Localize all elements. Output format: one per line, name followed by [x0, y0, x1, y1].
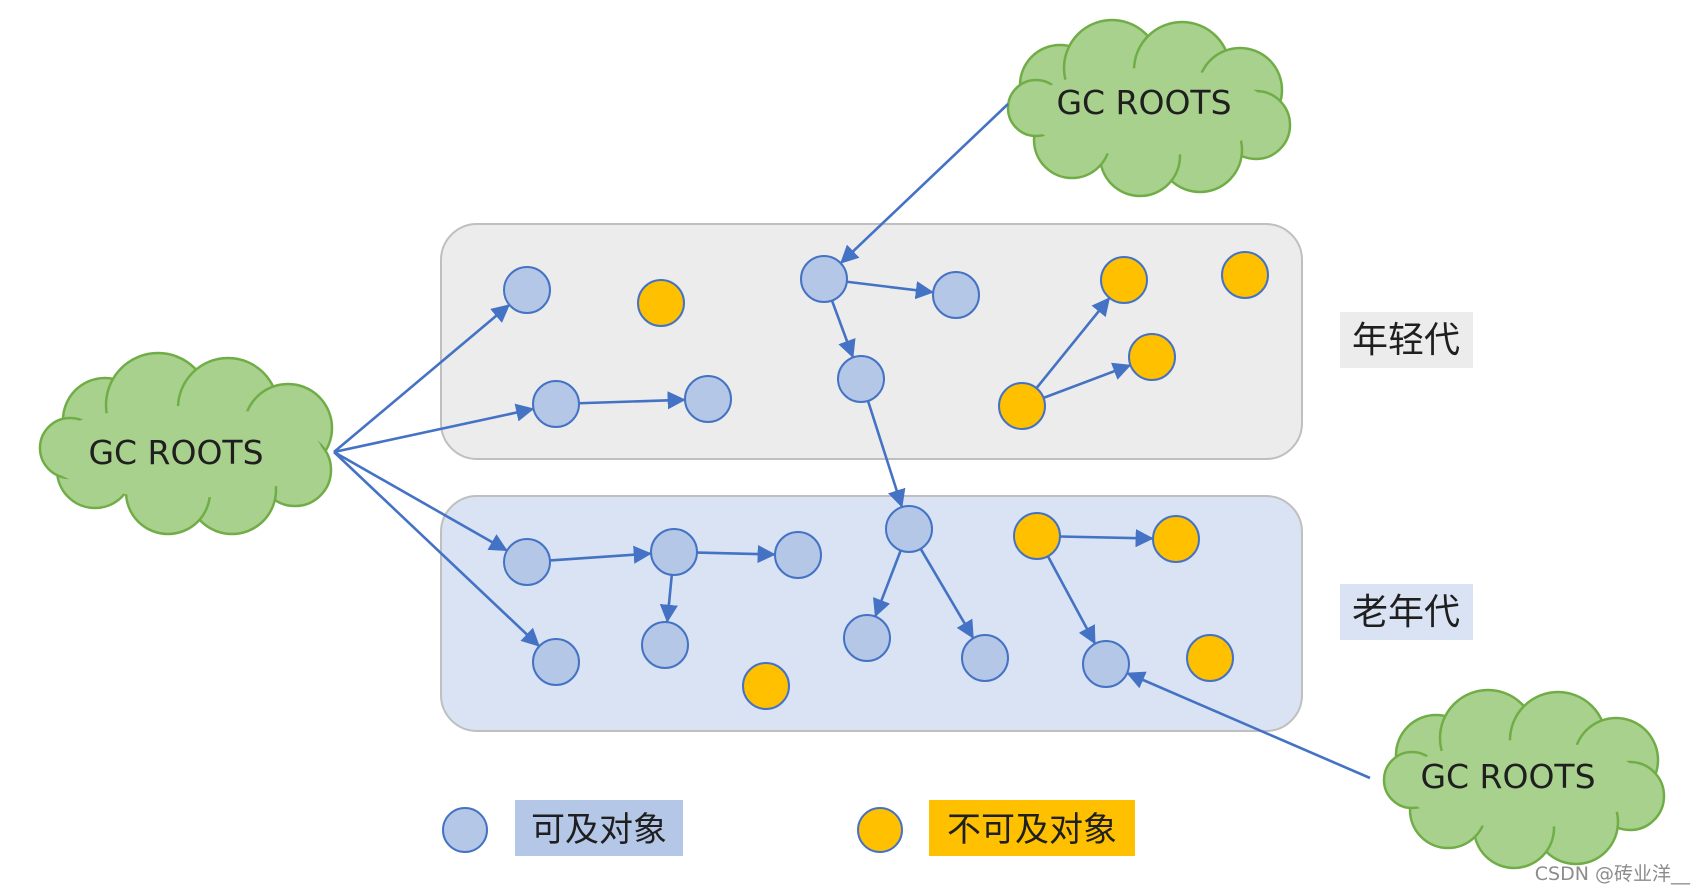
reference-arrow-o7-to-o9	[919, 548, 974, 639]
reachable-object-node-o2	[532, 638, 580, 686]
reference-arrow-o1-to-o3	[549, 545, 652, 564]
reachable-object-node-o1	[503, 538, 551, 586]
young-label-bg	[1340, 312, 1473, 368]
reachable-object-node-o5	[641, 621, 689, 669]
reference-arrow-root_bottom-to-o12	[1126, 671, 1371, 780]
reachable-object-node-y7	[837, 355, 885, 403]
reference-edges	[333, 103, 1371, 780]
legend-unreachable-bg	[929, 800, 1135, 856]
unreachable-object-node-o10	[1013, 512, 1061, 560]
reference-arrow-root_left-to-o2	[333, 451, 540, 647]
reference-arrow-o7-to-o8	[873, 549, 902, 618]
old-generation-label: 老年代	[1352, 592, 1460, 633]
legend: 可及对象 不可及对象	[442, 800, 1135, 856]
reference-arrow-o3-to-o4	[696, 544, 776, 564]
reachable-object-node-o8	[843, 614, 891, 662]
unreachable-object-node-y8	[1100, 256, 1148, 304]
legend-reachable-bg	[515, 800, 683, 856]
gc-roots-top-label: GC ROOTS	[1056, 83, 1231, 122]
reference-arrow-root_top-to-y5	[840, 103, 1009, 264]
reachable-object-node-o4	[774, 531, 822, 579]
reference-arrow-y3-to-y4	[578, 391, 686, 410]
unreachable-object-node-y11	[998, 382, 1046, 430]
reachable-object-node-o12	[1082, 640, 1130, 688]
reachable-object-node-y4	[684, 375, 732, 423]
old-label-bg	[1340, 584, 1473, 640]
reachable-object-node-o3	[650, 528, 698, 576]
reference-arrow-y7-to-o7	[866, 400, 906, 508]
reachable-object-node-y6	[932, 271, 980, 319]
reference-arrow-y11-to-y8	[1035, 297, 1111, 389]
object-nodes	[503, 251, 1269, 710]
gc-roots-left-label: GC ROOTS	[88, 433, 263, 472]
gc-roots-cloud-bottom: GC ROOTS	[1382, 688, 1666, 870]
reference-arrow-o10-to-o12	[1046, 555, 1096, 645]
reachable-object-node-o9	[961, 634, 1009, 682]
gc-roots-bottom-label: GC ROOTS	[1420, 757, 1595, 796]
watermark: CSDN @砖业洋__	[1535, 863, 1691, 885]
legend-unreachable-swatch	[857, 807, 903, 853]
reference-arrow-o3-to-o5	[659, 574, 678, 623]
young-generation-region	[440, 223, 1303, 460]
unreachable-object-node-o11	[1152, 515, 1200, 563]
unreachable-object-node-y2	[637, 279, 685, 327]
reference-arrow-o10-to-o11	[1059, 529, 1154, 548]
young-generation-label: 年轻代	[1352, 320, 1460, 361]
reachable-object-node-o7	[885, 505, 933, 553]
unreachable-object-node-y10	[1221, 251, 1269, 299]
reference-arrow-y11-to-y9	[1043, 362, 1132, 400]
reference-arrow-root_left-to-o1	[333, 450, 508, 552]
reference-arrow-y5-to-y6	[846, 280, 934, 300]
reachable-object-node-y3	[532, 380, 580, 428]
unreachable-object-node-o6	[742, 662, 790, 710]
reachable-object-node-y1	[503, 266, 551, 314]
reference-arrow-root_left-to-y3	[333, 403, 535, 454]
unreachable-object-node-o13	[1186, 634, 1234, 682]
legend-reachable-swatch	[442, 807, 488, 853]
reference-arrow-y5-to-y7	[830, 300, 856, 359]
reachable-object-node-y5	[800, 255, 848, 303]
gc-roots-cloud-left: GC ROOTS	[38, 351, 334, 536]
legend-unreachable-label: 不可及对象	[947, 810, 1117, 850]
legend-reachable-label: 可及对象	[531, 810, 667, 850]
reference-arrow-root_left-to-y1	[333, 304, 511, 453]
gc-roots-cloud-top: GC ROOTS	[1006, 18, 1292, 198]
unreachable-object-node-y9	[1128, 333, 1176, 381]
